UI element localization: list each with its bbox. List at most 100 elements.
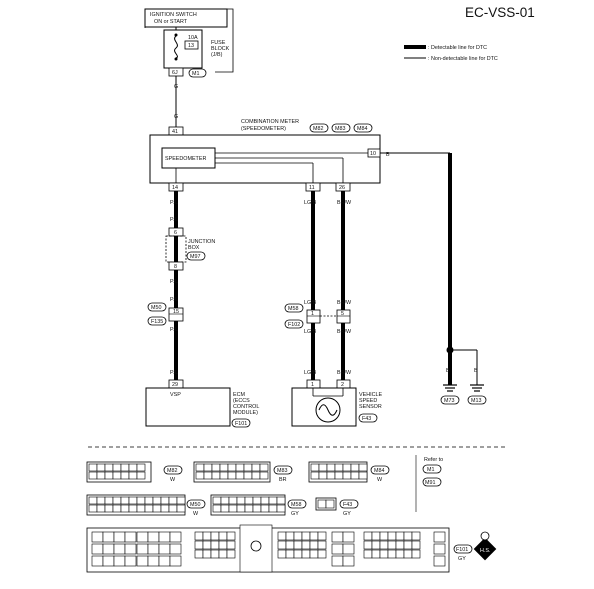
connector-f101-pin: [363, 540, 373, 550]
legend-detectable: : Detectable line for DTC: [428, 45, 487, 51]
connector-m82-pin: [128, 471, 138, 480]
connector-f101-pin: [194, 540, 204, 550]
connector-f101-pin: [124, 555, 137, 567]
connector-m50-pin: [96, 496, 106, 505]
jb-pin-bot: 8: [174, 264, 177, 270]
jb-label-2: BOX: [188, 245, 200, 251]
connector-views: [86, 461, 450, 573]
connector-m50-pin: [160, 496, 170, 505]
ecm-sig: VSP: [170, 392, 181, 398]
connector-f101-pin: [403, 540, 413, 550]
connector-f101-pin: [331, 543, 344, 555]
connector-f101-pin: [411, 540, 421, 550]
connector-f101-pin: [124, 531, 137, 543]
connector-f101-pin: [124, 543, 137, 555]
cv-f101-color: GY: [458, 556, 466, 562]
connector-f101-pin: [210, 531, 220, 541]
meter-pin-top: 41: [172, 129, 178, 135]
connector-m58-pin: [260, 504, 270, 513]
wire-lgb-label-1: LG/B: [304, 200, 317, 206]
connector-m82-pin: [88, 471, 98, 480]
vss-conn: F43: [362, 416, 371, 422]
connector-f101-pin: [433, 531, 446, 543]
connector-m82-pin: [120, 463, 130, 472]
connector-m50-pin: [160, 504, 170, 513]
connector-m50-pin: [96, 504, 106, 513]
connector-f101-pin: [371, 531, 381, 541]
connector-f101-pin: [218, 531, 228, 541]
connector-m83-pin: [251, 471, 261, 480]
cv-m50-color: W: [193, 511, 199, 517]
wire-brw-label-1: BR/W: [337, 200, 352, 206]
fuse-symbol: [174, 35, 178, 59]
connector-f101-pin: [379, 549, 389, 559]
connector-f101-pin: [147, 555, 160, 567]
connector-m50-pin: [168, 496, 178, 505]
meter-conn-1: M82: [313, 126, 324, 132]
connector-m50-pin: [104, 504, 114, 513]
cv-m58-name: M58: [291, 502, 302, 508]
connector-m58-pin: [268, 496, 278, 505]
connector-f101-pin: [169, 555, 182, 567]
connector-m83-pin: [195, 471, 205, 480]
connector-m82-frame: [86, 461, 152, 483]
connector-f101-pin: [147, 543, 160, 555]
cv-m58-color: GY: [291, 511, 299, 517]
connector-f101-pin: [226, 549, 236, 559]
connector-f101-pin: [293, 549, 303, 559]
cv-m84-name: M84: [374, 468, 385, 474]
ecm-label-3: CONTROL: [233, 404, 259, 410]
connector-m84-pin: [342, 463, 352, 472]
connector-f101-pin: [379, 540, 389, 550]
connector-f101-latch: [239, 524, 273, 573]
connector-m82-pin: [120, 471, 130, 480]
connector-f101-pin: [403, 531, 413, 541]
connector-f101-pin: [395, 531, 405, 541]
vss-pin-1: 1: [311, 382, 314, 388]
connector-m58-pin: [228, 504, 238, 513]
connector-m58-pin: [212, 496, 222, 505]
wire-pl-label-2: P/L: [170, 217, 178, 223]
connector-f101-pin: [301, 540, 311, 550]
connector-m50-pin: [128, 496, 138, 505]
connector-f101-pin: [102, 555, 115, 567]
connector-m84-pin: [318, 471, 328, 480]
connector-m50-pin: [120, 504, 130, 513]
wire-g: G G: [174, 76, 178, 127]
connector-f101-pin: [293, 531, 303, 541]
connector-m50-pin: [152, 504, 162, 513]
refer-m1: M1: [427, 467, 435, 473]
hs-icon: H.S.: [473, 531, 497, 561]
connector-f101-pin: [371, 540, 381, 550]
connector-f101-pin: [202, 531, 212, 541]
cv-m83-color: BR: [279, 477, 287, 483]
refer-to: Refer to M1 M91: [415, 455, 443, 512]
connector-f101-pin: [293, 540, 303, 550]
fuse-block-label-2: BLOCK: [211, 46, 230, 52]
connector-f101-pin: [277, 540, 287, 550]
connector-f101-pin: [277, 531, 287, 541]
ignition-label-2: ON or START: [154, 19, 188, 25]
connector-f101-pin: [342, 531, 355, 543]
connector-m58-pin: [252, 504, 262, 513]
ecm-conn: F101: [235, 421, 247, 427]
connector-f101-latch-hole: [250, 540, 262, 552]
connector-f101-pin: [411, 549, 421, 559]
connector-m83-pin: [259, 463, 269, 472]
wire-pl-mid: P/L P/L: [170, 270, 178, 308]
connector-f101-pin: [309, 549, 319, 559]
diagram-title: EC-VSS-01: [465, 5, 535, 20]
meter-label-1: COMBINATION METER: [241, 119, 299, 125]
connector-m50-pin: [168, 504, 178, 513]
connector-m50-pin: [176, 496, 186, 505]
connector-f101-pin: [113, 555, 126, 567]
combination-meter: COMBINATION METER (SPEEDOMETER) M82 M83 …: [149, 119, 381, 192]
conn-m50: M50: [151, 305, 162, 311]
cv-f43-color: GY: [343, 511, 351, 517]
connector-m84-pin: [350, 471, 360, 480]
connector-f101-pin: [371, 549, 381, 559]
connector-f101-pin: [301, 549, 311, 559]
connector-m83-pin: [243, 463, 253, 472]
wire-pl-label-6: P/L: [170, 370, 178, 376]
connector-m84-pin: [342, 471, 352, 480]
